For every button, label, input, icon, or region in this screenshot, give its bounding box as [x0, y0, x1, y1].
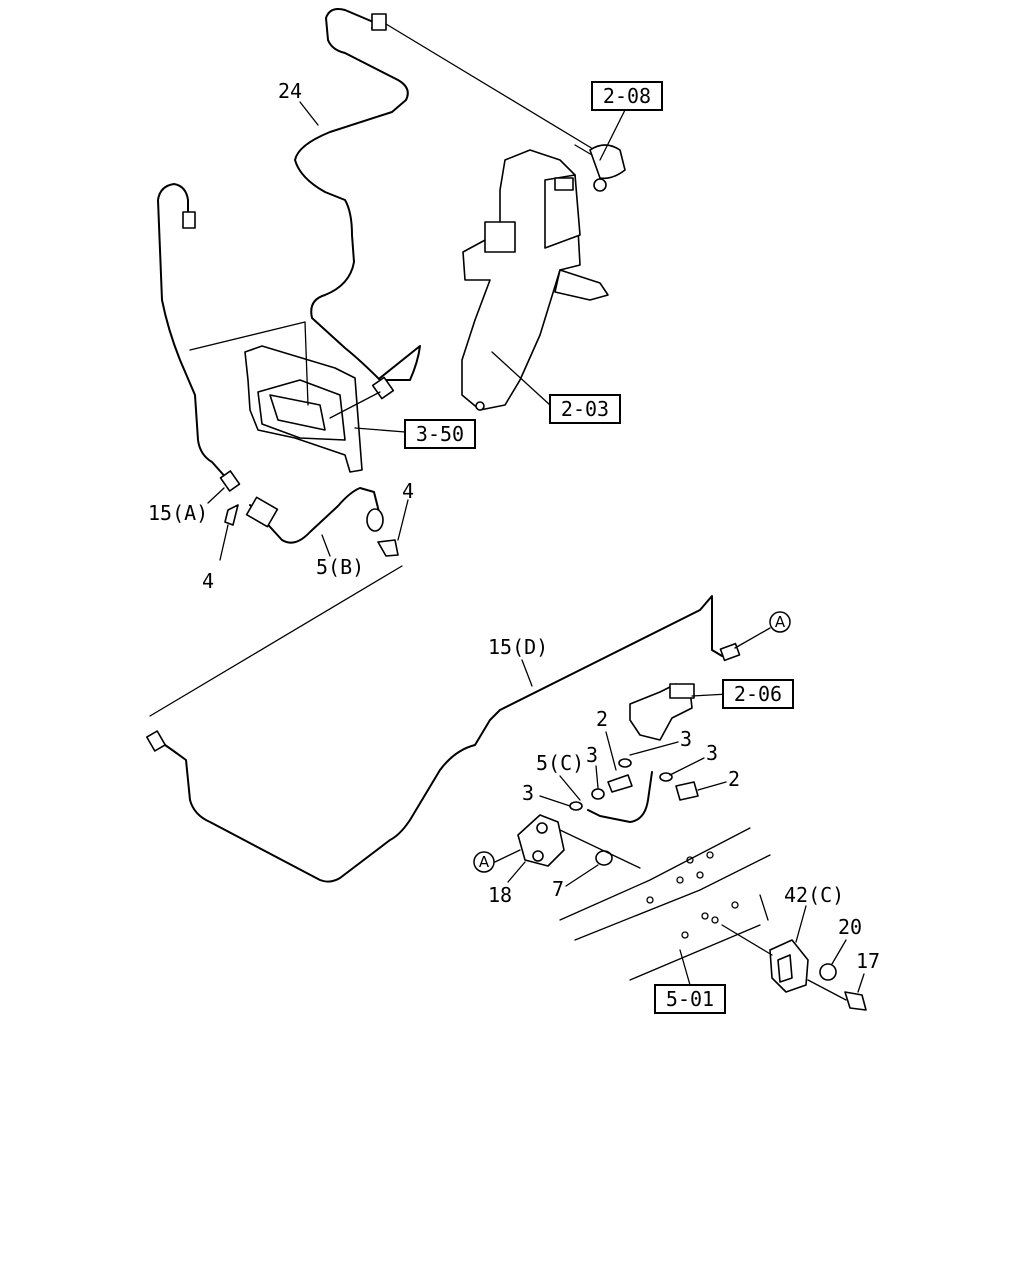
pipe-15d-fitting-left: [146, 730, 166, 752]
hose-5b-end-b: [366, 508, 384, 532]
bolt-2-left: [607, 774, 633, 793]
bracket-3-50: [189, 321, 381, 473]
label-5c: 5(C): [536, 751, 584, 775]
pipe-15a: [157, 183, 241, 492]
label-20: 20: [838, 915, 862, 939]
ref-2-06: 2-06: [722, 679, 794, 709]
label-17: 17: [856, 949, 880, 973]
clip-4-right: [377, 539, 399, 557]
leader-4-left: [219, 524, 229, 561]
bracket-42c: [721, 894, 809, 993]
label-3-upper-right: 3: [680, 727, 692, 751]
connector-a-top: A: [734, 611, 791, 649]
fasteners-group: [569, 758, 699, 823]
label-24: 24: [278, 79, 302, 103]
leader-4-right: [397, 499, 409, 541]
label-7: 7: [552, 877, 564, 901]
svg-text:A: A: [479, 853, 490, 871]
leader-5b-to-15d: [149, 565, 403, 717]
pipe-24-fitting-bottom: [371, 376, 395, 400]
release-cylinder: [629, 683, 729, 741]
pipe-15d-fitting-right: [719, 642, 741, 662]
pedal-pad: [554, 269, 609, 301]
label-15d: 15(D): [488, 635, 548, 659]
frame-5-01: [559, 827, 771, 986]
part-labels: 24 15(A) 4 4 5(B) 15(D) 2 3 3 3 2 5(C) 3…: [148, 79, 880, 993]
label-15a: 15(A): [148, 501, 208, 525]
connector-a-bottom: A: [473, 851, 495, 873]
svg-text:2-08: 2-08: [603, 84, 651, 108]
label-4-right: 4: [402, 479, 414, 503]
pipe-24: [294, 8, 421, 400]
svg-text:2-06: 2-06: [734, 682, 782, 706]
ref-3-50: 3-50: [354, 419, 476, 449]
label-4-left: 4: [202, 569, 214, 593]
label-2-right: 2: [728, 767, 740, 791]
label-3-mid: 3: [586, 743, 598, 767]
label-3-left: 3: [522, 781, 534, 805]
label-5b: 5(B): [316, 555, 364, 579]
svg-text:3-50: 3-50: [416, 422, 464, 446]
bolt-2-right: [675, 781, 699, 801]
ref-2-03: 2-03: [491, 351, 621, 424]
svg-text:A: A: [775, 613, 786, 631]
clutch-pedal-assembly: [461, 144, 626, 411]
leader-7: [565, 864, 599, 887]
leader-17: [807, 979, 847, 1001]
bracket-18: [494, 814, 565, 867]
clip-4-left: [224, 504, 239, 526]
pipe-24-fitting-top: [371, 13, 387, 31]
pipe-15d: [146, 595, 741, 883]
label-3-right: 3: [706, 741, 718, 765]
label-42c: 42(C): [784, 883, 844, 907]
ref-2-08: 2-08: [591, 81, 663, 161]
bolt-17: [844, 991, 867, 1011]
master-cylinder-2-08: [589, 144, 626, 180]
leader-18-to-frame: [559, 829, 641, 869]
leader-24-to-2-08: [385, 23, 599, 153]
nut-20: [819, 963, 837, 981]
label-2-top: 2: [596, 707, 608, 731]
svg-text:5-01: 5-01: [666, 987, 714, 1011]
hose-5b-end-a: [245, 496, 279, 528]
label-18: 18: [488, 883, 512, 907]
pipe-15a-fitting-bottom: [219, 470, 241, 492]
hose-5b: [245, 487, 384, 544]
svg-text:2-03: 2-03: [561, 397, 609, 421]
ref-5-01: 5-01: [654, 984, 726, 1014]
pipe-15a-fitting-top: [182, 211, 196, 229]
